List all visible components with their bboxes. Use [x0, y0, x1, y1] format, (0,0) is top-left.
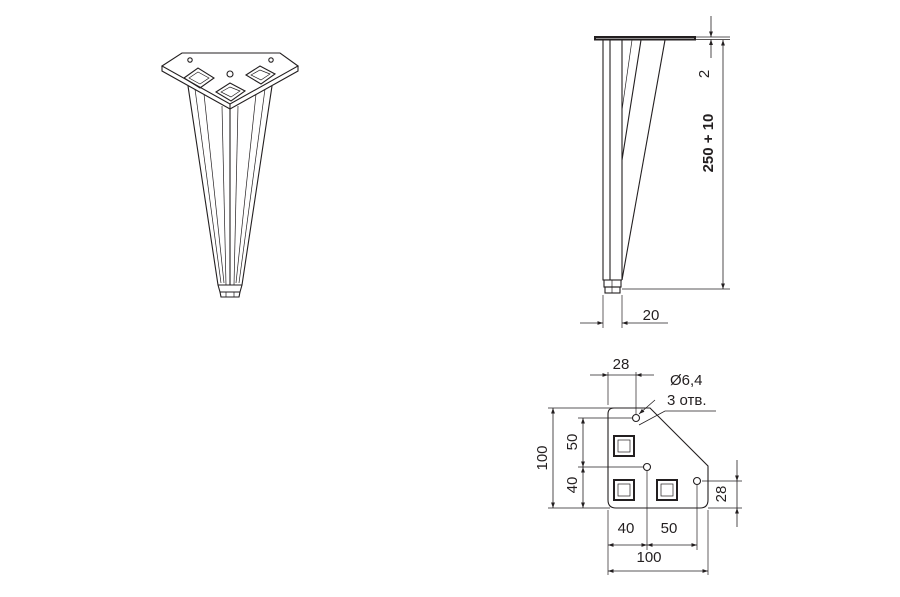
isometric-view [160, 52, 300, 298]
dim-hole-offset-right: 28 [713, 486, 730, 503]
dim-hole-spacing-left: 40 [618, 520, 635, 537]
dim-hole-spacing-right: 50 [661, 520, 678, 537]
dim-hole-offset-vertical: 40 [564, 477, 581, 494]
mount-hole-right [692, 476, 702, 486]
dim-plate-height: 100 [534, 445, 551, 470]
dim-leg-height: 250 + 10 [700, 114, 717, 173]
plan-view: 28 Ø6,4 3 отв. 100 50 40 28 40 50 100 [534, 356, 742, 575]
side-view: 2 250 + 10 20 [580, 16, 730, 328]
dim-hole-diameter: Ø6,4 [670, 372, 703, 389]
dim-hole-count: 3 отв. [667, 392, 707, 409]
dim-plate-thickness: 2 [696, 70, 713, 78]
dim-hole-spacing-vertical: 50 [564, 434, 581, 451]
dim-hole-offset-top: 28 [613, 356, 630, 373]
mount-hole-top [631, 413, 641, 423]
dim-plate-width: 100 [636, 549, 661, 566]
dim-foot-width: 20 [643, 307, 660, 324]
mount-hole-center [642, 462, 652, 472]
